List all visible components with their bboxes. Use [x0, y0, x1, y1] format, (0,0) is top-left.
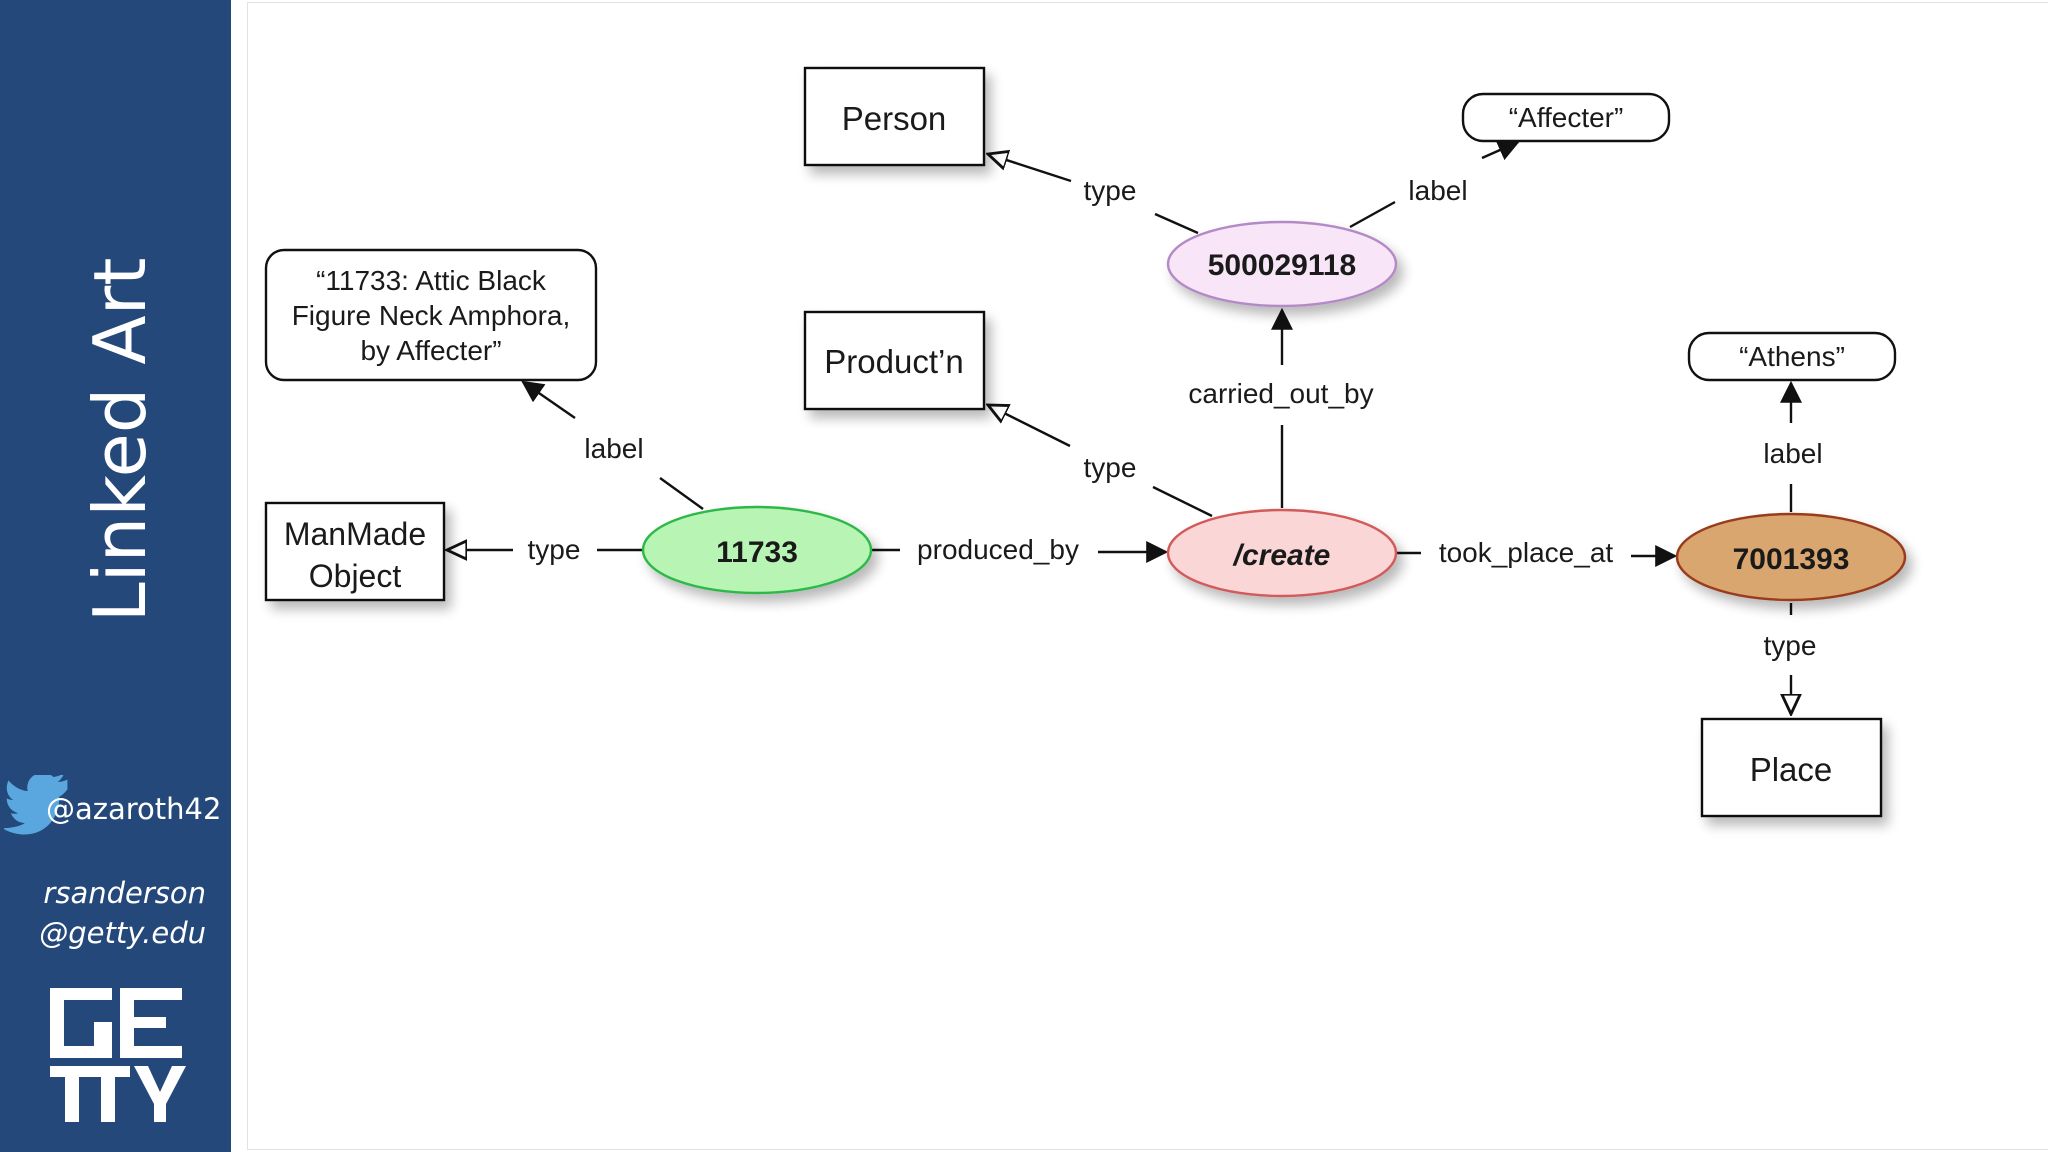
edge-label-object-type: type	[528, 534, 581, 565]
edge-label-produced-by: produced_by	[917, 534, 1079, 565]
edge-object-label-b	[521, 380, 576, 419]
edge-person-type-b	[988, 154, 1072, 183]
svg-text:Person: Person	[842, 100, 947, 137]
svg-text:by Affecter”: by Affecter”	[360, 335, 501, 366]
edge-label-person-type: type	[1084, 175, 1137, 206]
edge-person-type-a	[1154, 212, 1199, 235]
email-name: rsanderson	[43, 876, 206, 910]
svg-text:Place: Place	[1750, 751, 1833, 788]
email-domain: @getty.edu	[39, 916, 206, 950]
sidebar: Linked Art @azaroth42 rsanderson @getty.…	[0, 0, 231, 1152]
svg-text:Object: Object	[309, 558, 402, 594]
edge-label-carried-out-by: carried_out_by	[1188, 378, 1373, 409]
svg-text:“Affecter”: “Affecter”	[1509, 102, 1624, 133]
edge-label-production-type: type	[1084, 452, 1137, 483]
edge-person-label-a	[1349, 200, 1396, 229]
svg-text:Figure Neck Amphora,: Figure Neck Amphora,	[292, 300, 571, 331]
node-person-id: 500029118	[1166, 220, 1398, 308]
edge-object-label-a	[659, 477, 704, 510]
node-object-id: 11733	[641, 505, 873, 595]
svg-text:/create: /create	[1232, 539, 1331, 572]
diagram-panel	[247, 2, 2048, 1150]
svg-text:ManMade: ManMade	[284, 516, 426, 552]
svg-text:“11733: Attic Black: “11733: Attic Black	[316, 265, 547, 296]
edge-label-person-label: label	[1408, 175, 1467, 206]
node-affecter-literal: “Affecter”	[1461, 92, 1671, 143]
twitter-handle: @azaroth42	[46, 792, 222, 826]
edge-production-type-b	[988, 405, 1071, 448]
edge-label-object-label: label	[584, 433, 643, 464]
svg-text:11733: 11733	[716, 536, 798, 569]
edge-label-place-label: label	[1763, 438, 1822, 469]
node-athens-literal: “Athens”	[1687, 331, 1897, 382]
svg-text:7001393: 7001393	[1733, 543, 1850, 576]
node-place-id: 7001393	[1675, 512, 1907, 602]
twitter-bird-icon	[4, 775, 68, 835]
node-manmade-object: ManMade Object	[264, 501, 446, 602]
edge-label-place-type: type	[1764, 630, 1817, 661]
getty-logo	[50, 988, 186, 1122]
edge-person-label-b	[1481, 139, 1521, 161]
node-production: Product’n	[803, 310, 986, 411]
node-person: Person	[803, 66, 986, 167]
node-place: Place	[1700, 717, 1883, 818]
svg-text:500029118: 500029118	[1208, 249, 1357, 282]
node-object-label-literal: “11733: Attic Black Figure Neck Amphora,…	[264, 248, 598, 382]
svg-text:“Athens”: “Athens”	[1739, 341, 1845, 372]
edge-production-type-a	[1152, 485, 1213, 518]
edge-label-took-place-at: took_place_at	[1439, 537, 1614, 568]
svg-text:Product’n: Product’n	[824, 343, 963, 380]
node-production-id: /create	[1166, 508, 1398, 598]
